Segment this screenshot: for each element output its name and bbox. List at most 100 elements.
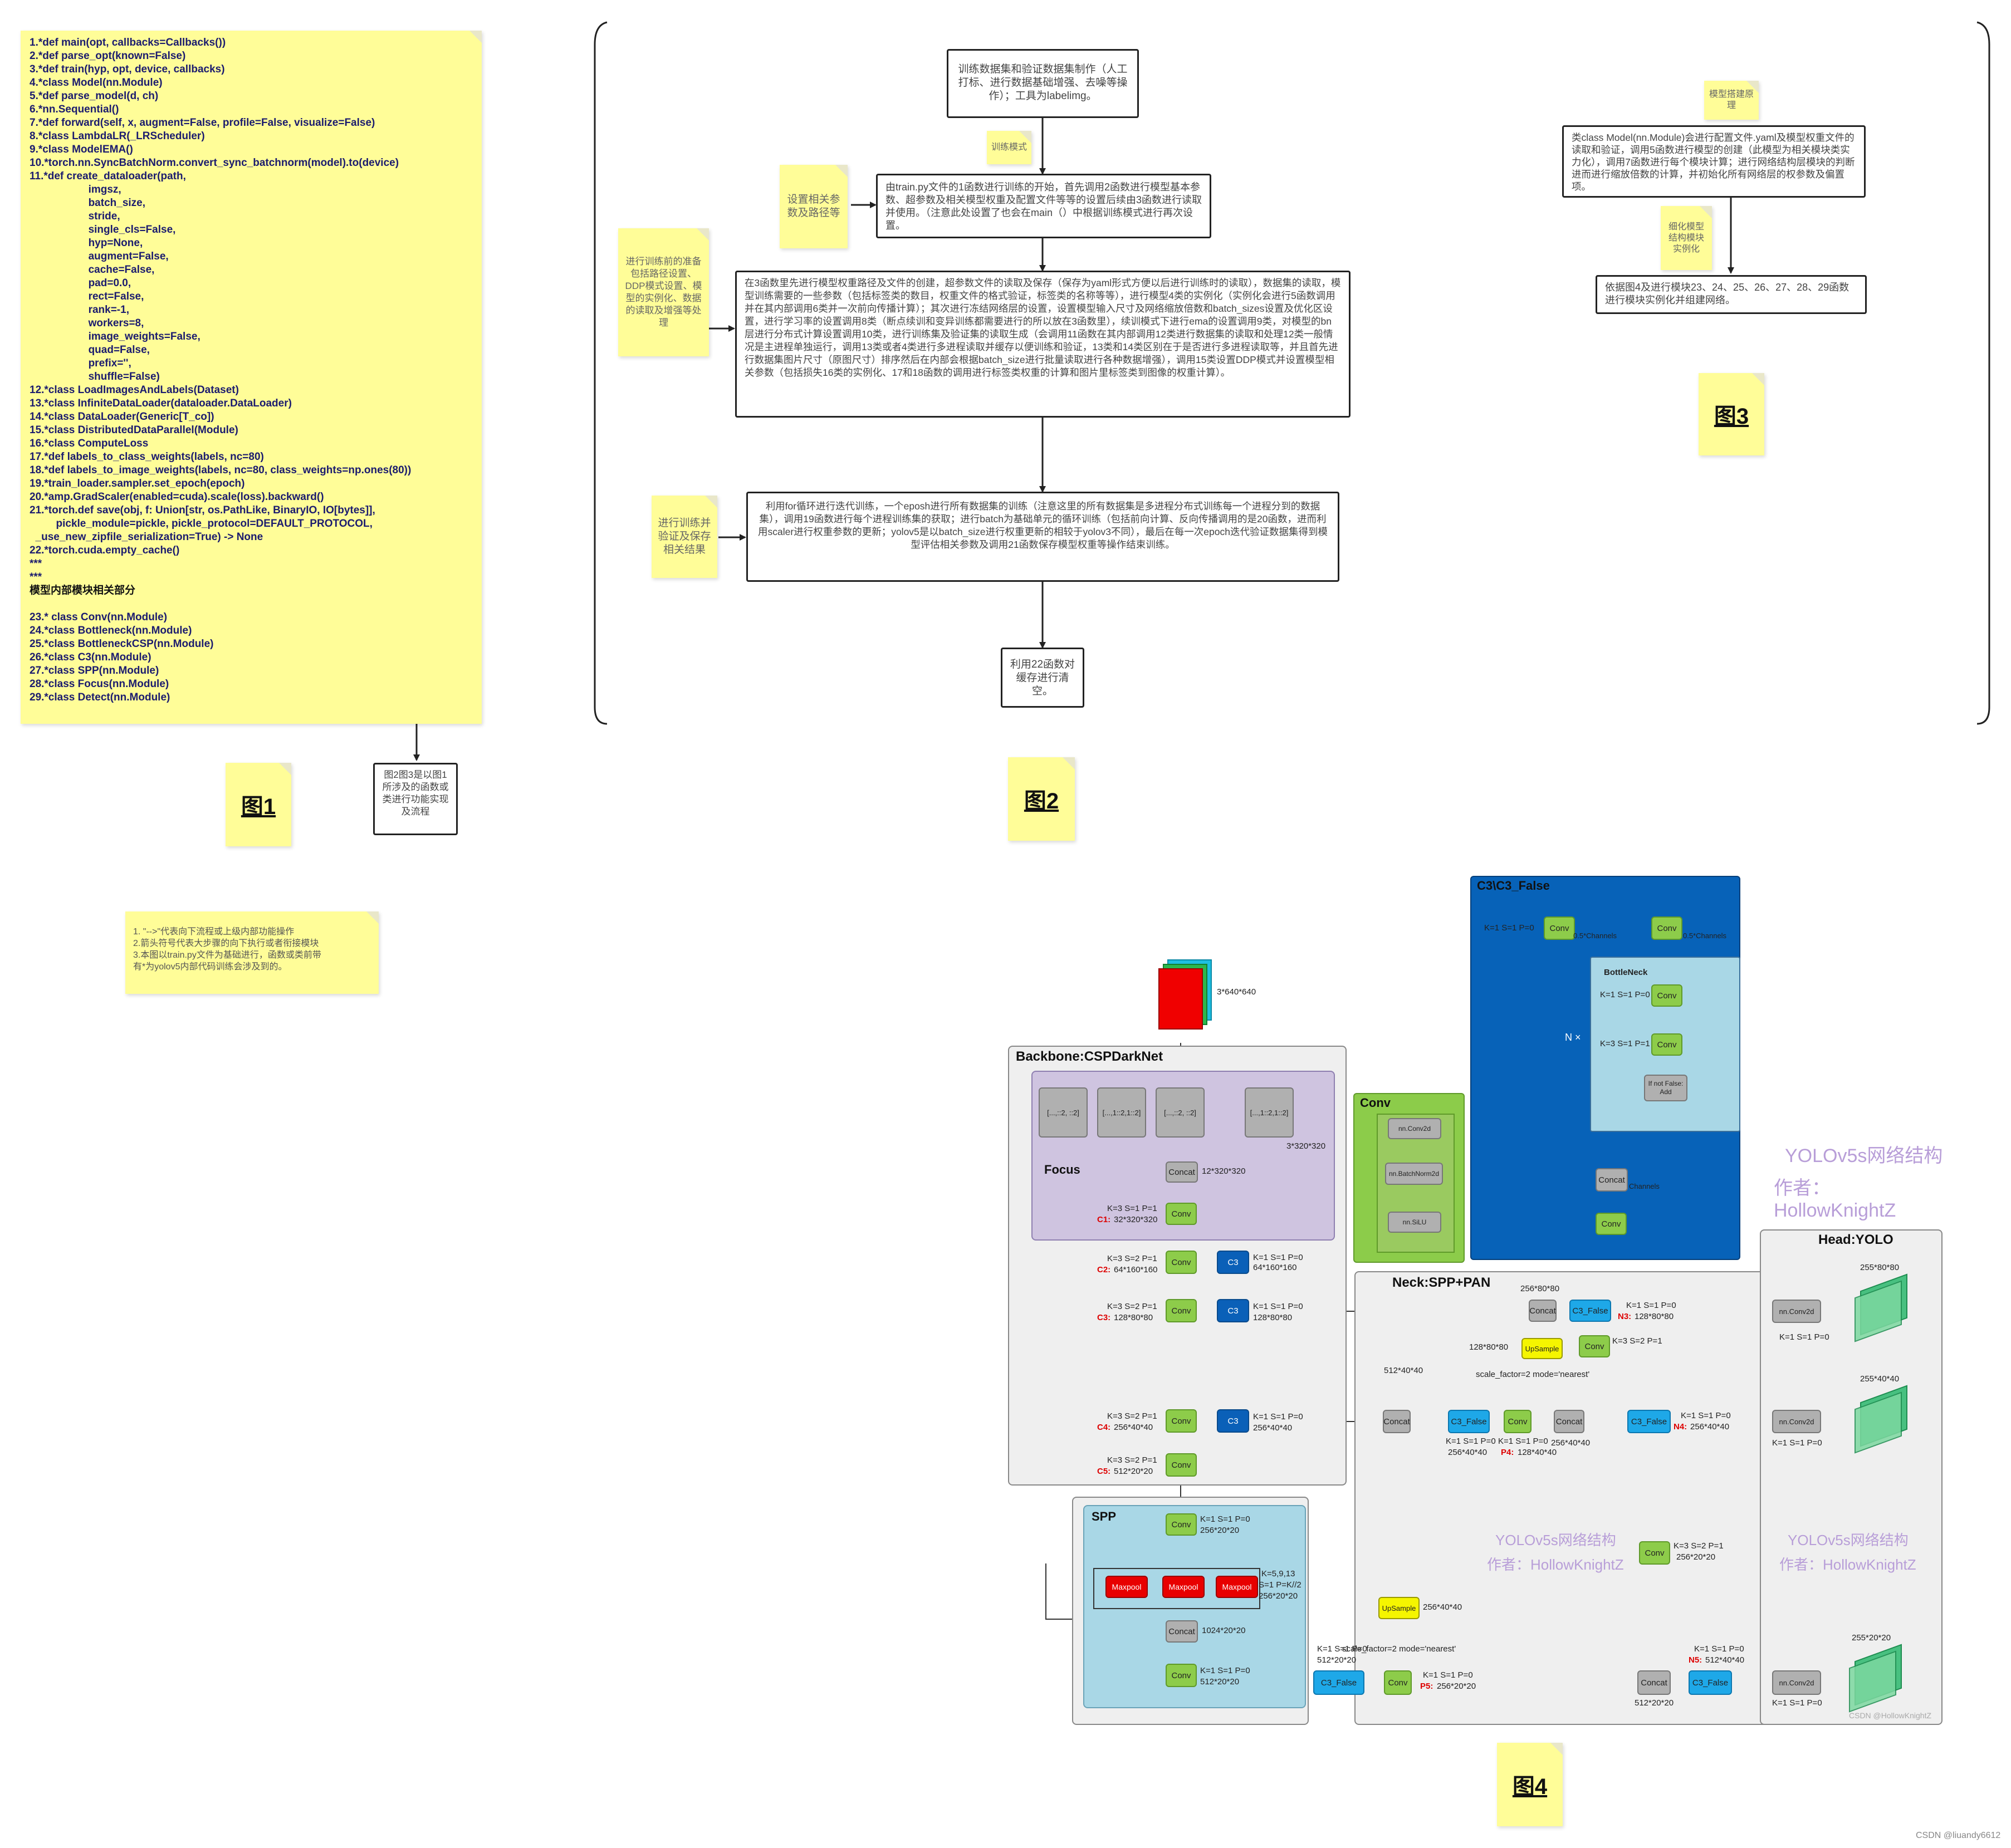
code-line: single_cls=False, [30,224,176,236]
c3-label: C3: [1097,1313,1111,1322]
legend-line: 1. "-->"代表向下流程或上级内部功能操作 [133,927,295,937]
fig1-code-note: 1.*def main(opt, callbacks=Callbacks()) 2… [21,31,482,724]
c3d-conv-left: Conv [1544,916,1575,940]
code-line: 18.*def labels_to_image_weights(labels, … [30,464,412,476]
code-line: 8.*class LambdaLR(_LRScheduler) [30,130,205,142]
code-line: 3.*def train(hyp, opt, device, callbacks… [30,63,225,75]
neck-256-80: 256*80*80 [1520,1284,1560,1293]
note-train-val: 进行训练并验证及保存相关结果 [652,496,717,578]
code-line: 29.*class Detect(nn.Module) [30,692,170,703]
legend-line: 2.箭头符号代表大步骤的向下执行或者衔接模块 [133,939,319,948]
code-line: rect=False, [30,291,144,302]
fig1-label: 图1 [226,763,291,846]
c2-size: 64*160*160 [1114,1265,1158,1275]
code-line: cache=False, [30,264,155,276]
n-times: N × [1565,1032,1581,1043]
neck-conv-p4: Conv [1504,1410,1532,1433]
p4-k: K=1 S=1 P=0 [1498,1437,1548,1446]
c3-3-size: 256*40*40 [1253,1423,1293,1433]
code-line: rank=-1, [30,304,129,316]
c3-2-k: K=1 S=1 P=0 [1253,1302,1303,1311]
n4-size: 256*40*40 [1690,1422,1730,1432]
neck-conv-down1: Conv [1579,1335,1610,1357]
code-line: 17.*def labels_to_class_weights(labels, … [30,451,264,463]
mid-c3f-k: K=1 S=1 P=0 [1446,1437,1496,1446]
c3-3-k: K=1 S=1 P=0 [1253,1412,1303,1421]
maxpool-2: Maxpool [1162,1576,1205,1598]
code-line: 2.*def parse_opt(known=False) [30,50,186,62]
n4-k: K=1 S=1 P=0 [1681,1411,1731,1420]
c5-size: 512*20*20 [1114,1467,1153,1476]
c4-size: 256*40*40 [1114,1423,1153,1432]
fig2-box-train-func: 在3函数里先进行模型权重路径及文件的创建，超参数文件的读取及保存（保存为yaml… [735,271,1351,418]
p5-label: P5: [1420,1682,1433,1691]
conv-c3: Conv [1166,1299,1197,1322]
wm-csdn: CSDN @HollowKnightZ [1849,1711,1932,1720]
code-line: prefix='', [30,357,131,369]
fig2-box-loop: 利用for循环进行迭代训练，一个eposh进行所有数据集的训练（注意这里的所有数… [746,492,1339,582]
head-40-k: K=1 S=1 P=0 [1772,1438,1822,1448]
bn-add: If not False: Add [1644,1075,1687,1101]
input-image-stack [1158,959,1220,1032]
code-line: hyp=None, [30,237,143,249]
spp-conv1-k: K=1 S=1 P=0 [1200,1514,1250,1524]
code-line: 16.*class ComputeLoss [30,438,149,449]
c1-label: C1: [1097,1215,1111,1224]
up2-out: 256*40*40 [1423,1602,1462,1612]
code-line: 1.*def main(opt, callbacks=Callbacks()) [30,37,226,48]
legend-line: 3.本图以train.py文件为基础进行，函数或类前带 [133,950,321,960]
code-line: 25.*class BottleneckCSP(nn.Module) [30,638,214,650]
head-title: Head:YOLO [1818,1232,1893,1247]
spp-k: K=5,9,13 [1261,1569,1295,1579]
n5-k: K=1 S=1 P=0 [1694,1644,1744,1654]
fig3-box-model: 类class Model(nn.Module)会进行配置文件.yaml及模型权重… [1562,125,1866,198]
code-line: image_weights=False, [30,331,200,342]
n5-size: 512*40*40 [1705,1655,1745,1665]
conv-detail-title: Conv [1360,1096,1391,1110]
slice-1: [...,::2, ::2] [1039,1087,1088,1138]
code-line: _use_new_zipfile_serialization=True) -> … [30,531,263,543]
c3f-bottom-size: 512*20*20 [1317,1655,1357,1665]
bn-add-cond: If not False: [1648,1080,1684,1087]
neck-512-40: 512*40*40 [1384,1366,1423,1375]
conv-c4: Conv [1166,1409,1197,1433]
code-line: 11.*def create_dataloader(path, [30,170,186,182]
fig2-box-dataset: 训练数据集和验证数据集制作（人工打标、进行数据基础增强、去噪等操作）；工具为la… [947,49,1139,118]
bn-add-label: Add [1660,1088,1672,1096]
bn-conv-1: Conv [1651,984,1682,1007]
neck-concat-bottom-size: 512*20*20 [1635,1698,1674,1708]
focus-title: Focus [1044,1163,1080,1177]
c3false-n4: C3_False [1627,1410,1671,1433]
conv-layer-conv2d: nn.Conv2d [1388,1118,1441,1139]
n3-label: N3: [1618,1312,1632,1321]
c3d-conv-left-ch: 0.5*Channels [1573,932,1617,940]
fig3-box-modules: 依据图4及进行模块23、24、25、26、27、28、29函数进行模块实例化并组… [1596,275,1867,314]
p5-size: 256*20*20 [1437,1682,1476,1691]
wm-title-head: YOLOv5s网络结构 [1788,1532,1909,1548]
code-line: 23.* class Conv(nn.Module) [30,611,168,623]
n3-size: 128*80*80 [1635,1312,1674,1321]
c3-size: 128*80*80 [1114,1313,1153,1322]
code-line: pad=0.0, [30,277,131,289]
fig2-label: 图2 [1008,757,1075,841]
code-line: augment=False, [30,251,169,262]
yolov5-architecture: Backbone:CSPDarkNet Focus 3*640*640 [...… [1008,873,1945,1731]
conv-c1: Conv [1166,1203,1197,1225]
c3-block-3: C3 [1217,1409,1249,1433]
spp-pool-size: 256*20*20 [1259,1591,1298,1601]
c3d-channels: Channels [1629,1182,1660,1190]
up1-in: 128*80*80 [1469,1342,1509,1352]
note-principle: 模型搭建原理 [1704,81,1759,120]
focus-concat-size: 12*320*320 [1202,1166,1246,1176]
code-line: 14.*class DataLoader(Generic[T_co]) [30,411,214,423]
code-line: 26.*class C3(nn.Module) [30,651,151,663]
fig2-box-main-func: 由train.py文件的1函数进行训练的开始，首先调用2函数进行模型基本参数、超… [876,174,1211,238]
wm-title-neck: YOLOv5s网络结构 [1495,1532,1616,1548]
head-80-size: 255*80*80 [1860,1263,1900,1272]
c3-block-2: C3 [1217,1299,1249,1322]
c5-k: K=3 S=2 P=1 [1107,1455,1157,1465]
code-line: 22.*torch.cuda.empty_cache() [30,545,180,556]
spp-conv2-k: K=1 S=1 P=0 [1200,1666,1250,1675]
code-line: quad=False, [30,344,150,356]
